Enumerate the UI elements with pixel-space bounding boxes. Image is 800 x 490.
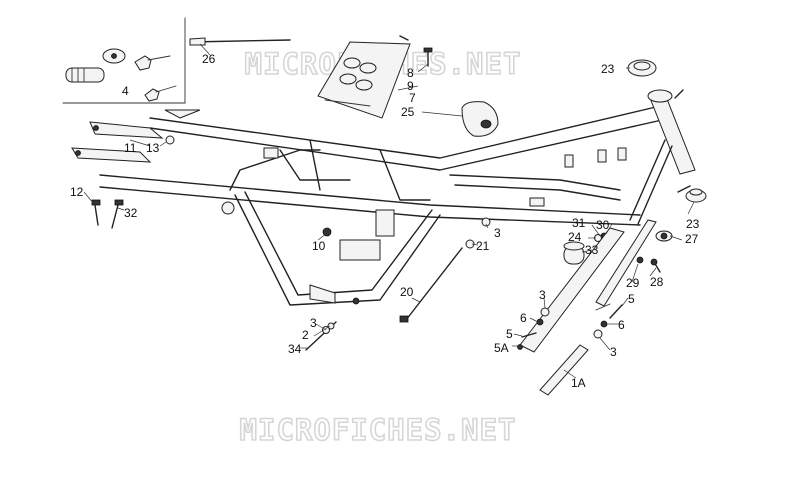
callout-10: 10 xyxy=(312,239,326,253)
part-bolt-5b xyxy=(521,332,537,338)
callout-31: 31 xyxy=(572,216,586,230)
callout-29: 29 xyxy=(626,276,640,290)
part-bolt-32 xyxy=(111,199,124,229)
callout-23-side: 23 xyxy=(686,217,700,231)
callout-33: 33 xyxy=(585,243,599,257)
part-bolt-34 xyxy=(305,321,337,351)
callout-24: 24 xyxy=(568,230,582,244)
callout-12: 12 xyxy=(70,185,84,199)
callout-20: 20 xyxy=(400,285,414,299)
frame-main xyxy=(99,89,696,306)
part-lock-set xyxy=(65,48,177,102)
callout-27: 27 xyxy=(685,232,699,246)
callout-5-right: 5 xyxy=(628,292,635,306)
callout-13: 13 xyxy=(146,141,160,155)
callout-3-lower: 3 xyxy=(310,316,317,330)
callout-6-right: 6 xyxy=(618,318,625,332)
callout-32: 32 xyxy=(124,206,138,220)
lock-cylinder xyxy=(65,67,105,83)
callout-4: 4 xyxy=(122,84,129,98)
part-nut-3b xyxy=(540,307,550,317)
callout-3-left: 3 xyxy=(539,288,546,302)
part-screw-28 xyxy=(650,258,661,273)
part-long-bolt-20 xyxy=(399,247,463,323)
part-plug-27 xyxy=(655,230,673,242)
part-pin-29 xyxy=(636,256,644,264)
part-filter-33 xyxy=(563,241,585,265)
callout-3-right: 3 xyxy=(610,345,617,359)
callout-7: 7 xyxy=(409,91,416,105)
callout-2: 2 xyxy=(302,328,309,342)
callout-23-top: 23 xyxy=(601,62,615,76)
part-washer-6a xyxy=(536,318,544,326)
callout-34: 34 xyxy=(288,342,302,356)
part-bracket-11 xyxy=(71,121,164,163)
callout-8: 8 xyxy=(407,66,414,80)
callout-1A: 1A xyxy=(571,376,586,390)
callout-25: 25 xyxy=(401,105,415,119)
part-washer-5A xyxy=(517,344,523,350)
callout-5A: 5A xyxy=(494,341,509,355)
part-nut-3e xyxy=(593,329,603,339)
callout-26: 26 xyxy=(202,52,216,66)
watermark-bottom: MICROFICHES.NET xyxy=(240,413,517,447)
part-bolt-8 xyxy=(423,47,433,67)
part-nut-13 xyxy=(165,135,175,145)
callout-3-upper: 3 xyxy=(494,226,501,240)
callout-28: 28 xyxy=(650,275,664,289)
inset-frame xyxy=(62,17,186,104)
leader-lines xyxy=(83,43,695,379)
key-lower xyxy=(144,88,160,102)
part-bolt-5a xyxy=(609,304,623,319)
part-battery-tray xyxy=(317,35,411,119)
part-screw-10 xyxy=(322,227,332,237)
callout-labels: 26 4 8 9 7 25 23 11 13 12 32 10 3 21 31 … xyxy=(70,52,700,390)
callout-11: 11 xyxy=(124,141,137,155)
part-cap-23-top xyxy=(627,59,657,77)
part-bolt-12 xyxy=(91,199,101,226)
part-plug-23-side xyxy=(685,188,707,203)
part-nut-3a xyxy=(481,217,491,227)
callout-6-left: 6 xyxy=(520,311,527,325)
callout-9: 9 xyxy=(407,79,414,93)
callout-5-left: 5 xyxy=(506,327,513,341)
part-rubber-cap-25 xyxy=(461,101,499,137)
callout-30: 30 xyxy=(596,218,610,232)
key-upper xyxy=(134,55,152,71)
part-stand-bracket xyxy=(519,219,657,353)
part-rod-26 xyxy=(189,37,291,46)
callout-21: 21 xyxy=(476,239,490,253)
